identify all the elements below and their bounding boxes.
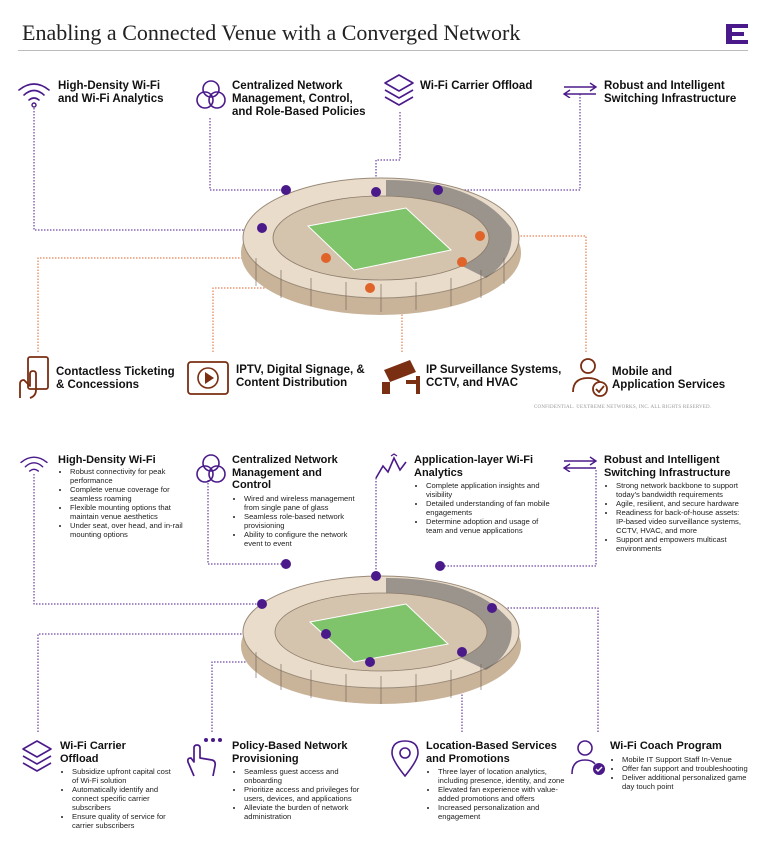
bullet: Detailed understanding of fan mobile eng…	[426, 499, 554, 517]
bullet: Deliver additional personalized game day…	[622, 773, 760, 791]
brand-logo-icon	[726, 24, 748, 44]
bullet: Complete venue coverage for seamless roa…	[70, 485, 188, 503]
venn-icon	[196, 80, 226, 109]
card-carrier-offload: Wi-Fi Carrier Offload Subsidize upfront …	[60, 740, 178, 830]
bullet: Flexible mounting options that maintain …	[70, 503, 188, 521]
bullet: Prioritize access and privileges for use…	[244, 785, 372, 803]
bullet: Increased personalization and engagement	[438, 803, 566, 821]
card-switching-infrastructure: Robust and Intelligent Switching Infrast…	[604, 454, 750, 553]
bullet: Under seat, over head, and in-rail mount…	[70, 521, 188, 539]
bullet: Seamless role-based network provisioning	[244, 512, 364, 530]
card-title: Application-layer Wi-Fi Analytics	[414, 454, 534, 479]
bullet: Seamless guest access and onboarding	[244, 767, 372, 785]
card-title: Policy-Based Network Provisioning	[232, 740, 348, 765]
bullet: Mobile IT Support Staff In-Venue	[622, 755, 760, 764]
top-label-mobile-services: Mobile and Application Services	[612, 366, 726, 391]
coach-icon	[571, 740, 605, 775]
top-label-surveillance: IP Surveillance Systems, CCTV, and HVAC	[426, 364, 562, 389]
camera-icon	[382, 360, 420, 394]
card-centralized-management: Centralized Network Management and Contr…	[232, 454, 364, 548]
card-title: Robust and Intelligent Switching Infrast…	[604, 454, 731, 479]
bullet: Support and empowers multicast environme…	[616, 535, 750, 553]
layers-icon	[22, 740, 52, 772]
top-label-centralized-management: Centralized Network Management, Control,…	[232, 80, 366, 118]
arrows-icon	[562, 82, 598, 98]
bullet: Offer fan support and troubleshooting	[622, 764, 760, 773]
bullet: Agile, resilient, and secure hardware	[616, 499, 750, 508]
hand-policy-icon	[186, 738, 222, 777]
bullet: Automatically identify and connect speci…	[72, 785, 178, 812]
card-title: Wi-Fi Coach Program	[610, 740, 722, 752]
arrows-icon	[562, 456, 598, 472]
bullet: Robust connectivity for peak performance	[70, 467, 188, 485]
stadium-illustration-bottom	[241, 559, 521, 704]
wifi-icon	[20, 456, 48, 472]
top-label-wifi-analytics: High-Density Wi-Fi and Wi-Fi Analytics	[58, 80, 164, 105]
play-icon	[187, 361, 229, 395]
card-coach-program: Wi-Fi Coach Program Mobile IT Support St…	[610, 740, 760, 791]
card-title: Location-Based Services and Promotions	[426, 740, 557, 765]
wifi-icon	[18, 83, 50, 108]
analytics-icon	[375, 453, 407, 479]
user-check-icon	[572, 358, 608, 397]
bullet: Wired and wireless management from singl…	[244, 494, 364, 512]
card-app-analytics: Application-layer Wi-Fi Analytics Comple…	[414, 454, 554, 535]
title-divider	[18, 50, 748, 51]
card-title: Centralized Network Management and Contr…	[232, 454, 338, 491]
layers-icon	[384, 74, 414, 106]
bullet: Strong network backbone to support today…	[616, 481, 750, 499]
card-policy-provisioning: Policy-Based Network Provisioning Seamle…	[232, 740, 372, 821]
stadium-illustration-top	[241, 177, 521, 315]
card-high-density-wifi: High-Density Wi-Fi Robust connectivity f…	[58, 454, 188, 539]
bullet: Determine adoption and usage of team and…	[426, 517, 554, 535]
bullet: Ensure quality of service for carrier su…	[72, 812, 178, 830]
top-label-iptv: IPTV, Digital Signage, & Content Distrib…	[236, 364, 365, 389]
phone-tap-icon	[19, 356, 49, 399]
top-label-carrier-offload: Wi-Fi Carrier Offload	[420, 80, 533, 92]
bullet: Elevated fan experience with value-added…	[438, 785, 566, 803]
bullet: Ability to configure the network event t…	[244, 530, 364, 548]
top-label-contactless-ticketing: Contactless Ticketing & Concessions	[56, 366, 175, 391]
card-location-services: Location-Based Services and Promotions T…	[426, 740, 566, 821]
card-title: High-Density Wi-Fi	[58, 454, 156, 466]
top-label-switching-infrastructure: Robust and Intelligent Switching Infrast…	[604, 80, 737, 105]
confidential-notice: CONFIDENTIAL. ©EXTREME NETWORKS, INC. AL…	[534, 405, 712, 410]
bullet: Complete application insights and visibi…	[426, 481, 554, 499]
page-title: Enabling a Connected Venue with a Conver…	[22, 20, 521, 45]
bullet: Readiness for back-of-house assets: IP-b…	[616, 508, 750, 535]
bullet: Subsidize upfront capital cost of Wi-Fi …	[72, 767, 178, 785]
card-title: Wi-Fi Carrier Offload	[60, 740, 126, 765]
location-icon	[391, 740, 419, 778]
bullet: Three layer of location analytics, inclu…	[438, 767, 566, 785]
bullet: Alleviate the burden of network administ…	[244, 803, 372, 821]
venn-icon	[196, 454, 226, 483]
